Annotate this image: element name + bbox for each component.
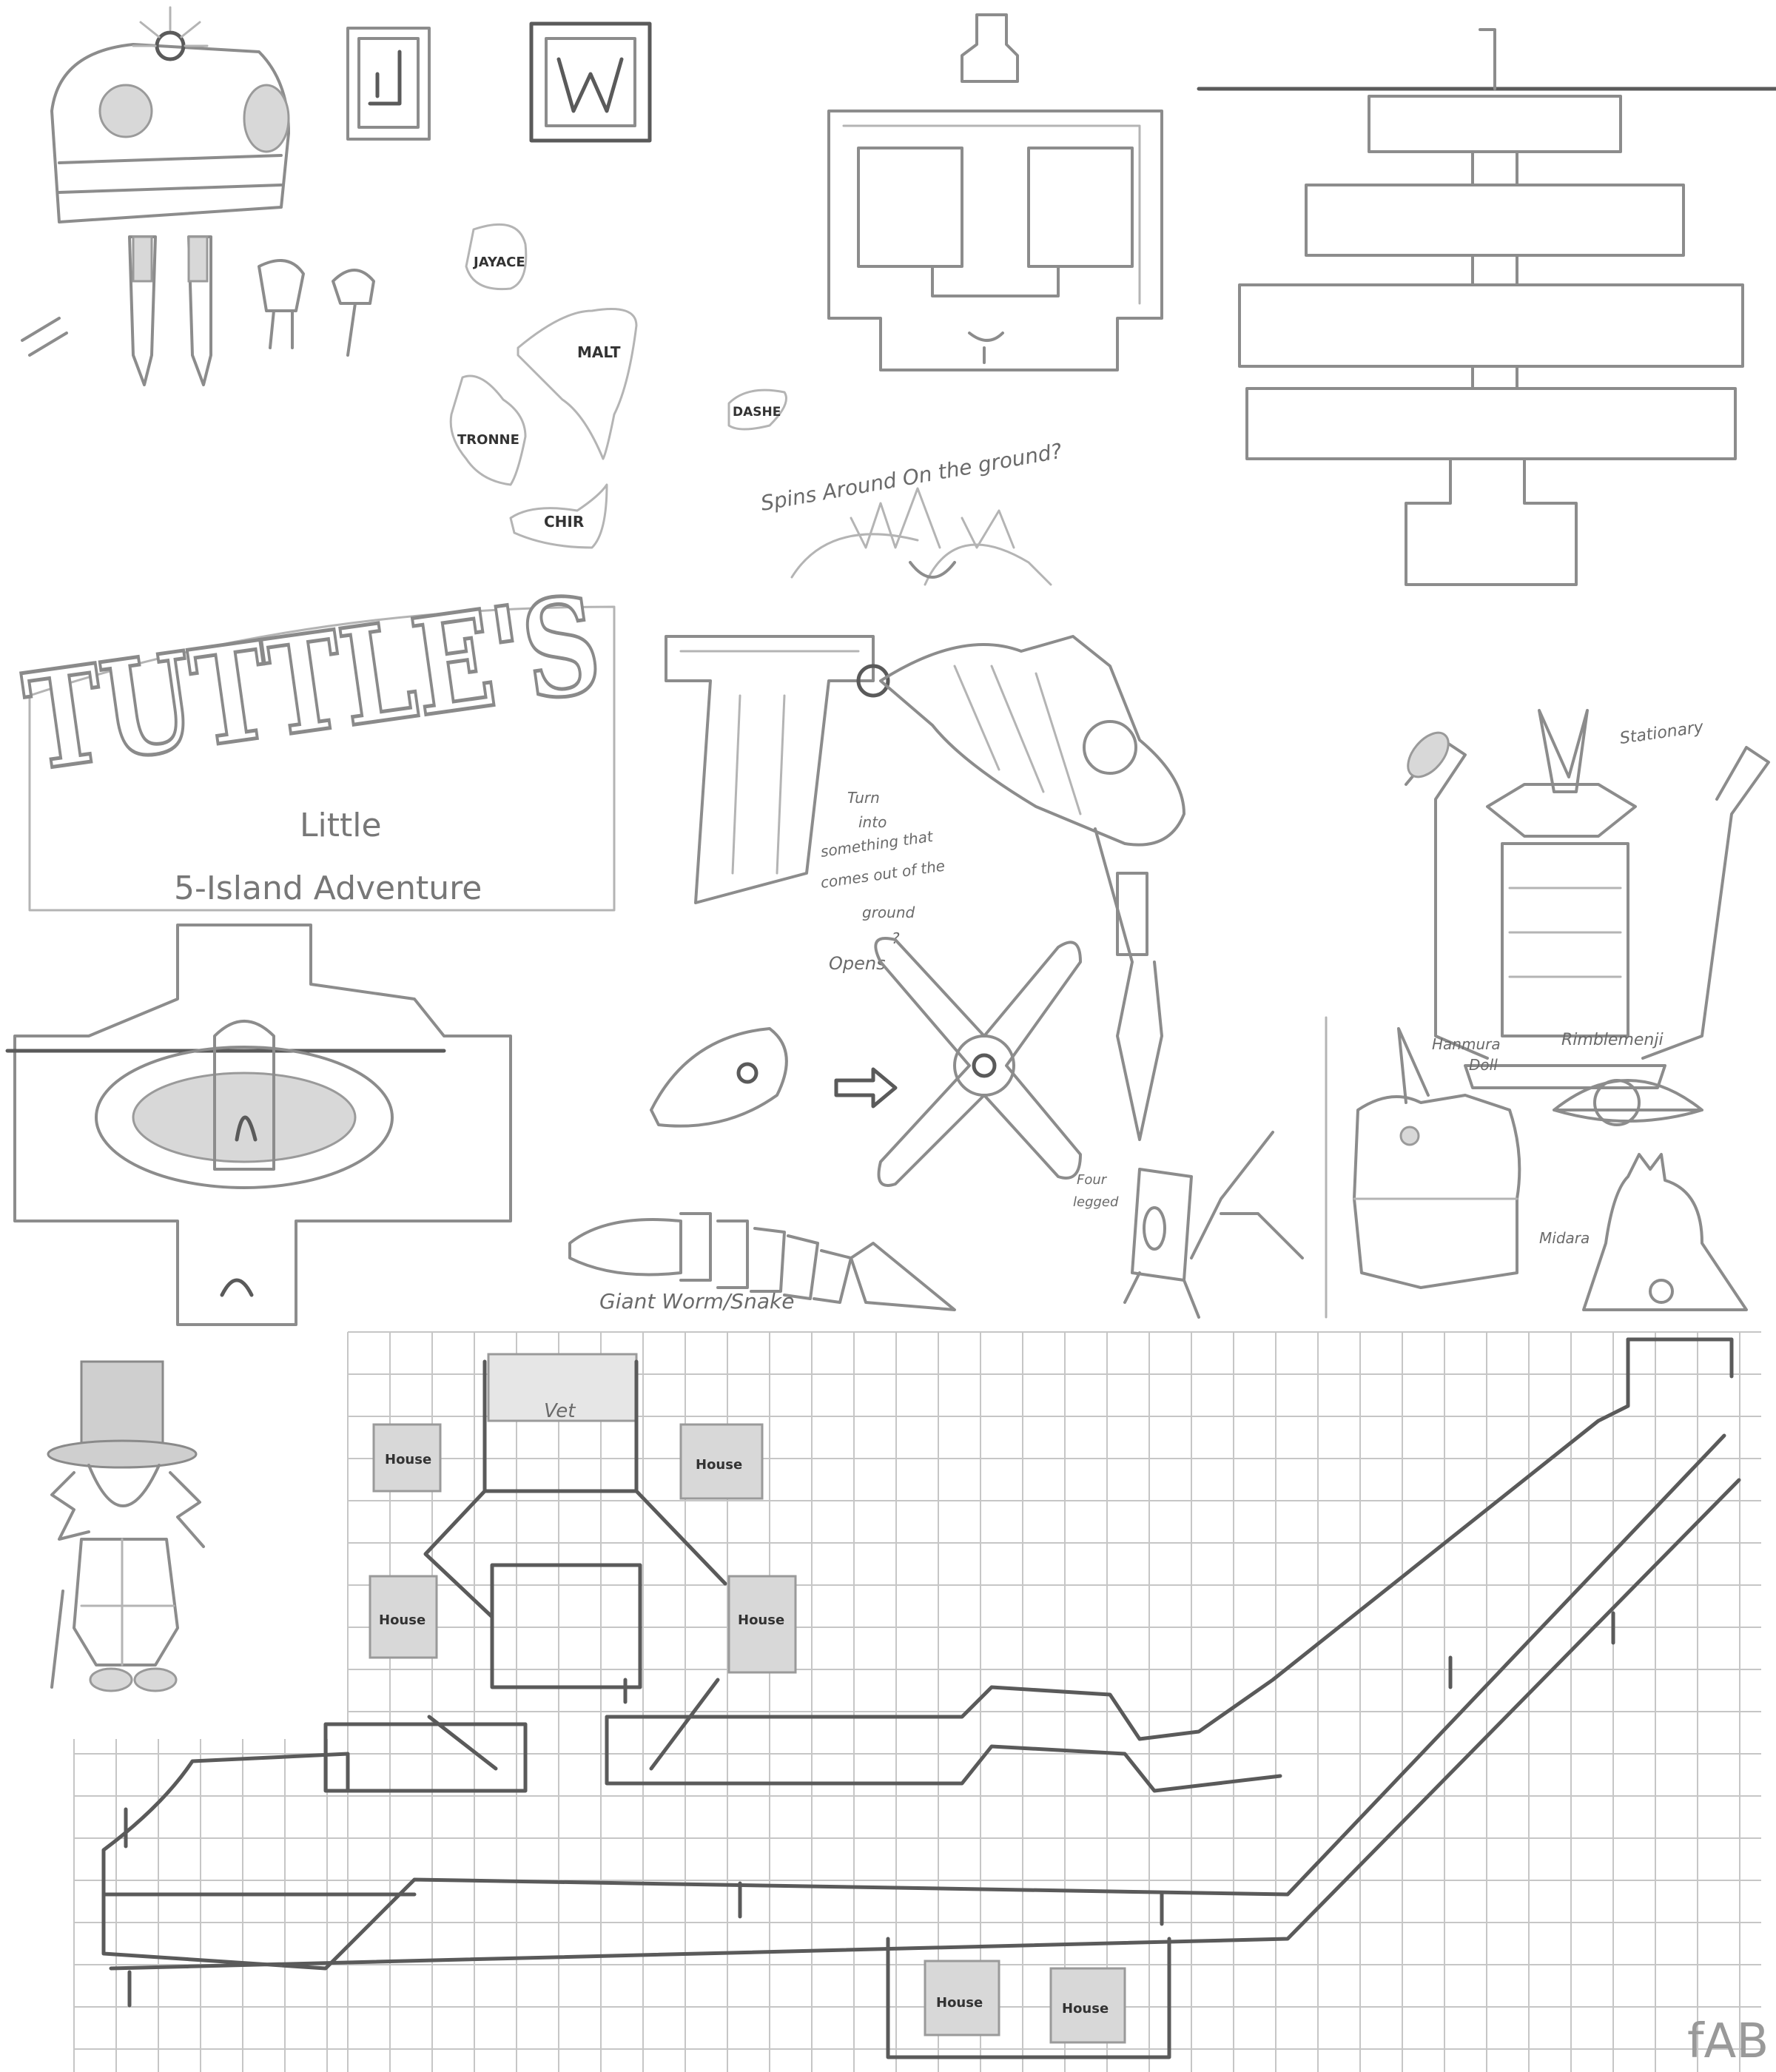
stationary-robot-sketch: Stationary [1405, 709, 1770, 1089]
overworld-map-sketch: Vet House House House House House House [101, 1337, 1741, 2059]
game-logo: TUTTLE'S Little 5-Island Adventure [14, 565, 616, 912]
islands-map: JAYACE MALT TRONNE CHIR DASHE [449, 223, 787, 549]
house-tile [372, 1423, 442, 1493]
map-label-vet: Vet [544, 1400, 576, 1422]
map-label-house-5: House [936, 1995, 983, 2011]
note-turn-line-3: something that [819, 827, 935, 861]
note-four-line-1: Four [1077, 1172, 1108, 1188]
note-turn-line-2: into [858, 813, 887, 831]
key-item-icons [346, 21, 652, 143]
map-label-house-3: House [379, 1612, 426, 1628]
note-midara: Midara [1539, 1229, 1590, 1247]
logo-subtitle-adventure: 5-Island Adventure [174, 870, 482, 907]
island-label-tronne: TRONNE [457, 432, 519, 448]
logo-subtitle-little: Little [300, 807, 382, 844]
chest-creature-sketch [21, 6, 375, 386]
note-hanmura-line-2: Doll [1469, 1056, 1498, 1074]
map-label-house-4: House [738, 1612, 784, 1628]
island-label-chir: CHIR [544, 513, 584, 531]
dungeon-map-1 [827, 13, 1163, 371]
note-hanmura-line-1: Hanmura [1432, 1035, 1501, 1053]
note-turn-line-4: comes out of the [819, 857, 946, 892]
note-turn-line-6: ? [892, 929, 900, 947]
dungeon-map-3 [5, 924, 512, 1326]
island-label-malt: MALT [577, 343, 621, 361]
note-turn-line-1: Turn [847, 789, 880, 807]
spinning-enemy-sketch: Spins Around On the ground? [758, 439, 1064, 586]
artist-signature: fAB [1687, 2014, 1769, 2069]
dungeon-map-2 [1197, 28, 1776, 586]
note-opens: Opens [829, 953, 886, 974]
note-giant-worm: Giant Worm/Snake [599, 1289, 794, 1314]
island-label-dashe: DASHE [733, 405, 781, 420]
island-label-jayace: JAYACE [472, 255, 525, 270]
map-label-house-2: House [696, 1457, 742, 1473]
top-hat-character-sketch [47, 1360, 205, 1692]
giant-worm-sketch: Giant Worm/Snake [568, 1212, 956, 1314]
note-turn-line-5: ground [862, 904, 915, 921]
note-four-line-2: legged [1073, 1194, 1119, 1210]
note-stationary: Stationary [1618, 718, 1705, 748]
note-rimblemenji: Rimblemenji [1561, 1031, 1664, 1049]
four-legged-enemy-sketch: Four legged [1073, 1131, 1304, 1319]
enemy-roster-sketch: Hanmura Doll Rimblemenji Midara [1353, 1027, 1748, 1311]
opening-enemy-sketch: Opens [650, 937, 1082, 1187]
logo-title: TUTTLE'S [16, 566, 610, 801]
map-label-house-6: House [1062, 2001, 1109, 2016]
graph-paper-grid [73, 1331, 1761, 2072]
map-label-house-1: House [385, 1452, 431, 1467]
